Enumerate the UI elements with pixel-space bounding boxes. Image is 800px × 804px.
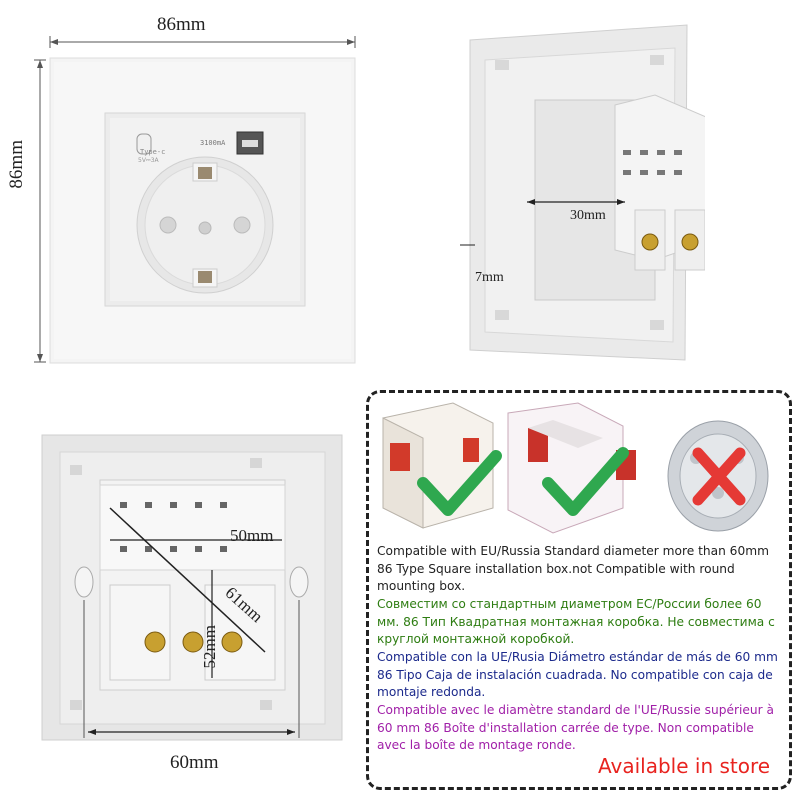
compatibility-russian: Совместим со стандартным диаметром ЕС/Ро…: [377, 597, 775, 647]
depth-dimension-label: 7mm: [475, 270, 504, 285]
typec-label: Type-c: [140, 148, 166, 156]
bottom-width-dimension-label: 60mm: [170, 752, 219, 773]
width-dimension-label: 86mm: [157, 14, 206, 35]
available-in-store-label: Available in store: [598, 754, 771, 778]
rear-flat-view: 50mm 61mm 52mm 60mm: [0, 420, 370, 800]
cross-icon: [692, 447, 746, 506]
front-view: 86mm 86mm Type-c 5V⎓3A 3100mA: [0, 0, 370, 380]
height-dimension-label: 86mm: [6, 140, 27, 189]
mounting-box-illustrations: [382, 402, 769, 534]
inner-height-dimension-label: 52mm: [200, 625, 219, 669]
rear-angled-drawing: [460, 24, 714, 361]
compatibility-english: Compatible with EU/Russia Standard diame…: [377, 544, 769, 594]
front-view-drawing: [34, 36, 356, 364]
usb-current-label: 3100mA: [200, 139, 226, 147]
check-icon: [542, 447, 629, 516]
rear-flat-drawing: [41, 434, 343, 741]
back-width-dimension-label: 30mm: [570, 208, 606, 223]
rear-angled-view: 30mm 7mm: [455, 20, 714, 365]
square-box-1: [382, 402, 494, 529]
compatibility-spanish: Compatible con la UE/Rusia Diámetro está…: [377, 650, 778, 700]
typec-spec: 5V⎓3A: [138, 157, 159, 164]
check-icon: [417, 450, 502, 516]
compatibility-french: Compatible avec le diamètre standard de …: [377, 703, 774, 753]
inner-width-dimension-label: 50mm: [230, 526, 274, 545]
